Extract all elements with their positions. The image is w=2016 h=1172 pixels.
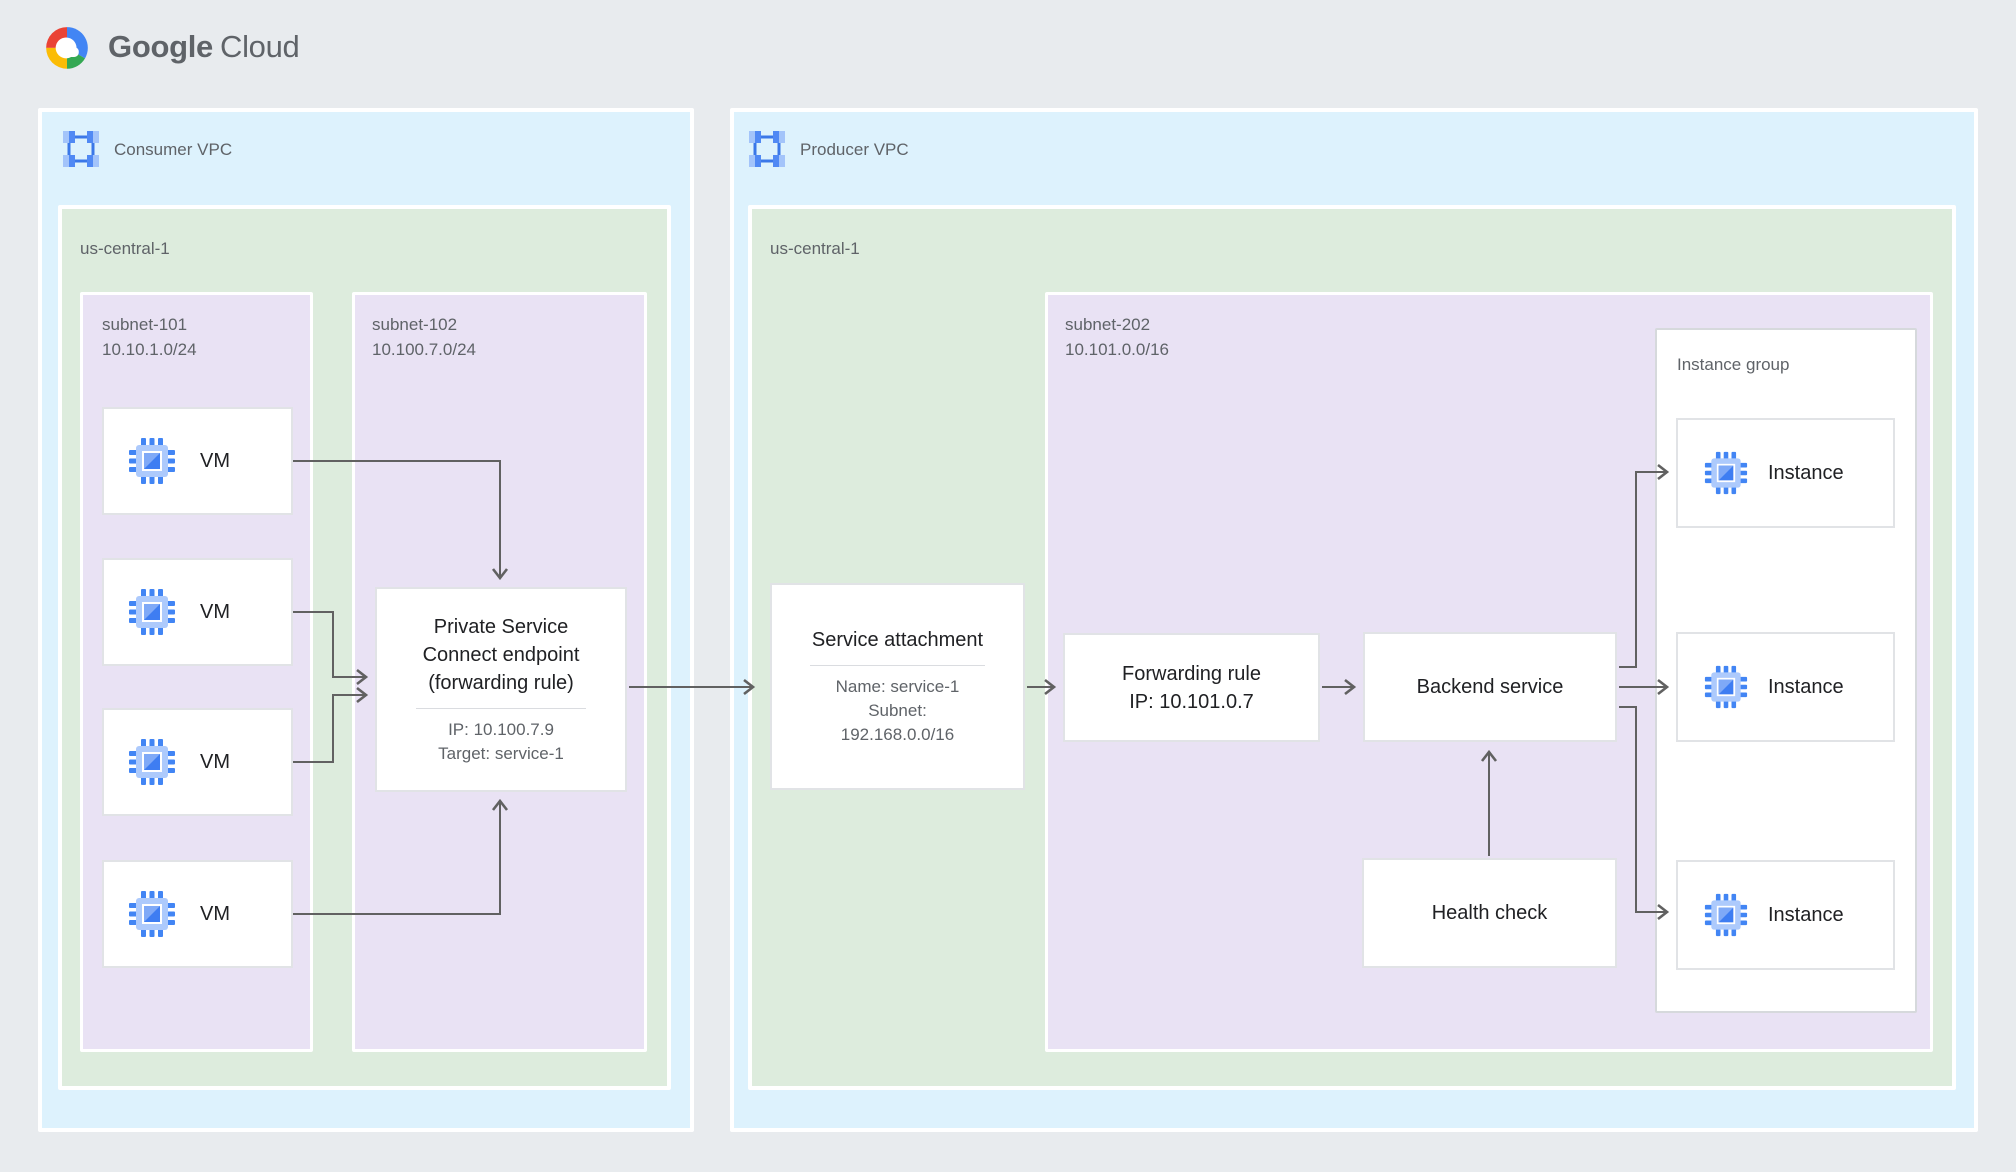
- producer-vpc-label: Producer VPC: [800, 139, 909, 159]
- compute-engine-icon: [1704, 665, 1748, 709]
- compute-engine-icon: [129, 438, 175, 484]
- logo-word-cloud: Cloud: [219, 29, 300, 64]
- subnet-101-label: subnet-101 10.10.1.0/24: [102, 312, 197, 362]
- consumer-region-label: us-central-1: [80, 239, 170, 258]
- psc-endpoint-ip: IP: 10.100.7.9: [448, 720, 554, 739]
- instance-node-2: Instance: [1676, 632, 1895, 742]
- logo-word-google: Google: [108, 29, 213, 64]
- producer-region-label: us-central-1: [770, 239, 860, 258]
- psc-endpoint-target: Target: service-1: [438, 744, 564, 763]
- subnet-101-name: subnet-101: [102, 315, 188, 334]
- google-cloud-logo-icon: [46, 27, 88, 69]
- forwarding-rule-title: Forwarding rule: [1122, 662, 1261, 685]
- instance-label: Instance: [1768, 676, 1844, 698]
- vm-label: VM: [200, 903, 230, 925]
- forwarding-rule-ip: IP: 10.101.0.7: [1129, 690, 1254, 713]
- vm-label: VM: [200, 601, 230, 623]
- compute-engine-icon: [1704, 893, 1748, 937]
- instance-node-1: Instance: [1676, 418, 1895, 528]
- service-attachment-subnet-word: Subnet:: [868, 701, 927, 720]
- vm-node-4: VM: [102, 860, 293, 968]
- health-check-title: Health check: [1431, 902, 1548, 924]
- consumer-vpc-label: Consumer VPC: [114, 139, 233, 159]
- service-attachment-node: Service attachment Name: service-1 Subne…: [770, 583, 1025, 790]
- compute-engine-icon: [129, 589, 175, 635]
- compute-engine-icon: [129, 891, 175, 937]
- instance-group-label: Instance group: [1677, 355, 1790, 374]
- compute-engine-icon: [129, 739, 175, 785]
- vpc-network-icon: [63, 131, 99, 167]
- health-check-node: Health check: [1362, 858, 1617, 968]
- psc-endpoint-title-line1: Private Service: [433, 616, 569, 638]
- service-attachment-subnet-cidr: 192.168.0.0/16: [840, 725, 955, 744]
- service-attachment-divider: [810, 665, 985, 666]
- subnet-202-name: subnet-202: [1065, 315, 1151, 334]
- consumer-vpc-header: Consumer VPC: [62, 130, 232, 168]
- service-attachment-title: Service attachment: [811, 629, 984, 651]
- producer-vpc-header: Producer VPC: [748, 130, 909, 168]
- vm-node-3: VM: [102, 708, 293, 816]
- backend-service-title: Backend service: [1416, 676, 1564, 698]
- psc-endpoint-title-line2: Connect endpoint: [422, 644, 580, 666]
- subnet-202-label: subnet-202 10.101.0.0/16: [1065, 312, 1169, 362]
- psc-endpoint-title-line3: (forwarding rule): [428, 672, 574, 694]
- service-attachment-name: Name: service-1: [835, 677, 960, 696]
- subnet-102-cidr: 10.100.7.0/24: [372, 340, 476, 359]
- subnet-102-label: subnet-102 10.100.7.0/24: [372, 312, 476, 362]
- compute-engine-icon: [1704, 451, 1748, 495]
- backend-service-node: Backend service: [1363, 632, 1617, 742]
- vm-node-1: VM: [102, 407, 293, 515]
- psc-endpoint-divider: [416, 708, 586, 709]
- subnet-102-name: subnet-102: [372, 315, 458, 334]
- subnet-101-cidr: 10.10.1.0/24: [102, 340, 197, 359]
- instance-node-3: Instance: [1676, 860, 1895, 970]
- subnet-202-cidr: 10.101.0.0/16: [1065, 340, 1169, 359]
- vm-label: VM: [200, 751, 230, 773]
- psc-endpoint-node: Private Service Connect endpoint (forwar…: [375, 587, 627, 792]
- instance-label: Instance: [1768, 904, 1844, 926]
- vm-label: VM: [200, 450, 230, 472]
- instance-label: Instance: [1768, 462, 1844, 484]
- vm-node-2: VM: [102, 558, 293, 666]
- forwarding-rule-node: Forwarding rule IP: 10.101.0.7: [1063, 633, 1320, 742]
- vpc-network-icon: [749, 131, 785, 167]
